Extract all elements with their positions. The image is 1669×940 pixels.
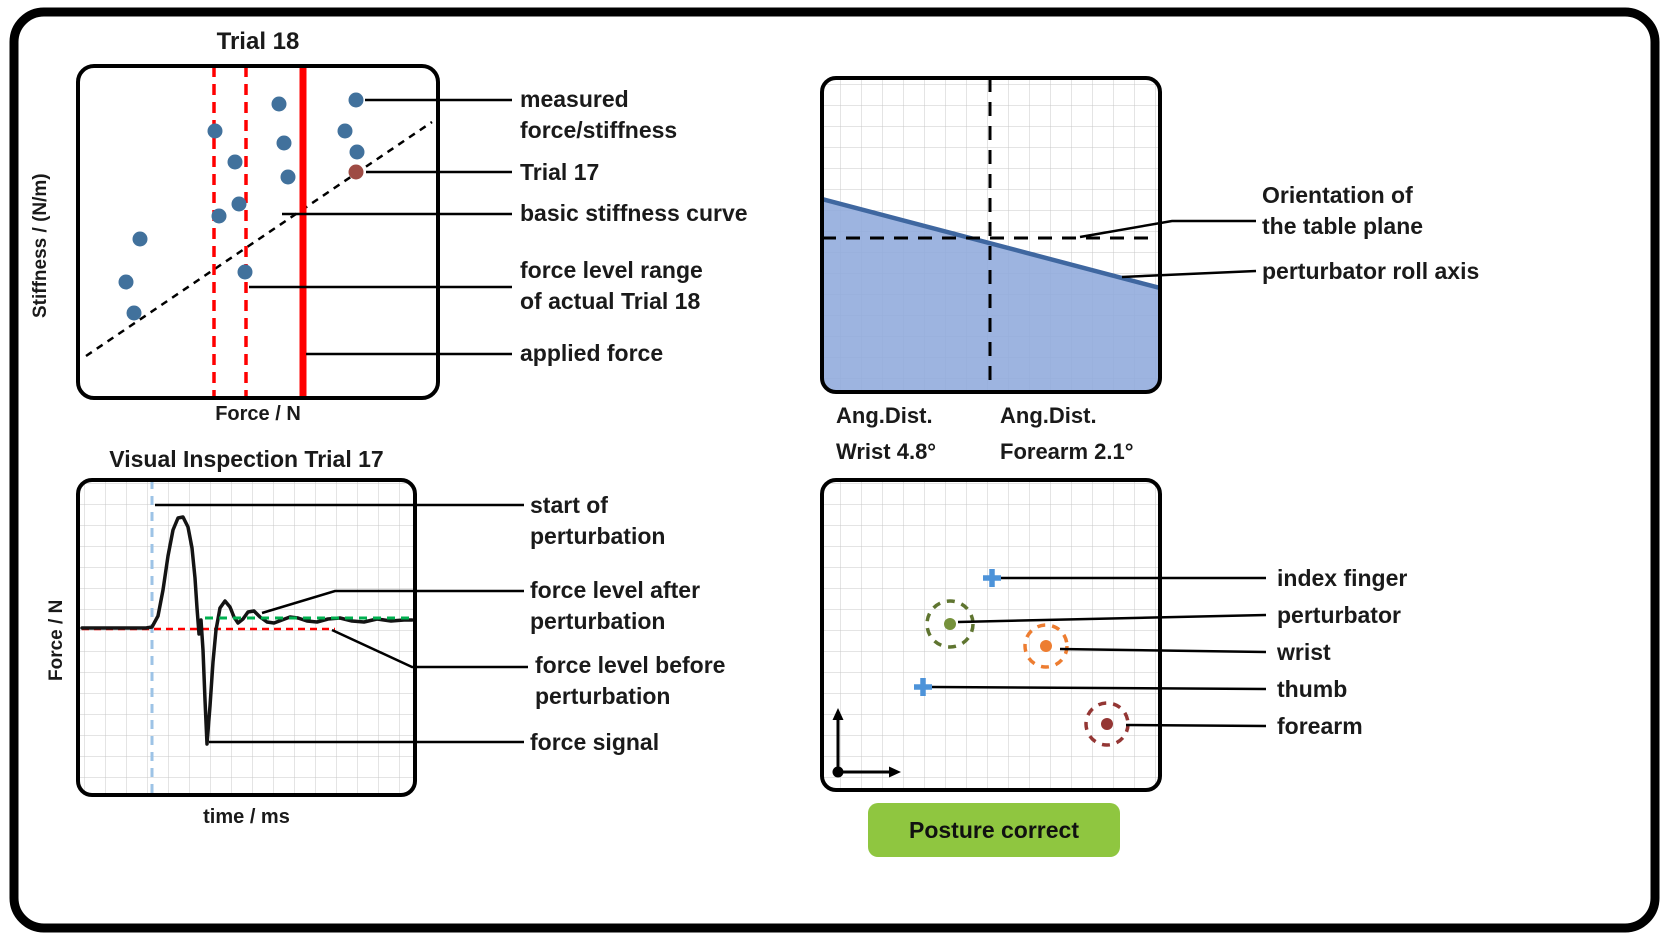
posture-panel-border [820, 478, 1162, 792]
annotation-force-level-range: force level range of actual Trial 18 [520, 257, 703, 314]
measured-point [118, 274, 134, 290]
inspection-content [80, 480, 414, 795]
leader-thumb [931, 685, 1267, 691]
wrist-marker [1023, 623, 1069, 669]
inspection-xlabel: time / ms [203, 806, 290, 828]
measured-point [337, 123, 353, 139]
posture-content [832, 569, 1130, 778]
annotation-wrist: wrist [1277, 639, 1331, 665]
annotation-index-finger: index finger [1277, 565, 1408, 591]
table-content [822, 78, 1160, 392]
leader-perturbator-roll-axis [1121, 269, 1257, 279]
scatter-xlabel: Force / N [215, 403, 301, 425]
table-plane-line [822, 196, 1160, 291]
measured-point [126, 305, 142, 321]
scatter-panel-border [76, 64, 440, 400]
inspection-panel-border [76, 478, 417, 797]
posture-status-badge: Posture correct [868, 803, 1120, 857]
inspection-title: Visual Inspection Trial 17 [109, 446, 384, 472]
leader-orientation-table-plane [1079, 219, 1256, 239]
annotation-force-signal: force signal [530, 729, 660, 755]
measured-point [280, 169, 296, 185]
measured-point [207, 123, 223, 139]
measured-point [231, 196, 247, 212]
leader-wrist [1059, 647, 1267, 654]
index-finger-marker [983, 569, 1001, 587]
inspection-ylabel: Force / N [46, 599, 67, 681]
leader-force-level-before [331, 628, 528, 669]
annotation-orientation-table-plane: Orientation of the table plane [1262, 182, 1424, 239]
scatter-title: Trial 18 [216, 28, 300, 55]
leader-forearm [1125, 723, 1267, 728]
scatter-ylabel: Stiffness / (N/m) [30, 173, 51, 318]
measured-point [348, 92, 364, 108]
annotation-force-level-before: force level before perturbation [535, 652, 726, 709]
annotation-start-of-perturbation: start of perturbation [530, 492, 666, 549]
annotation-applied-force: applied force [520, 340, 664, 366]
posture-panel-grid [822, 480, 1160, 790]
annotation-trial-17: Trial 17 [520, 159, 600, 185]
scatter-panel-background [78, 66, 438, 398]
trial17-point [348, 164, 364, 180]
coordinate-axes-icon [832, 708, 901, 778]
perturbator-marker [925, 599, 975, 649]
leader-perturbator [957, 613, 1267, 624]
table-panel-border [820, 76, 1162, 394]
thumb-marker [914, 678, 932, 696]
annotation-forearm: forearm [1277, 713, 1363, 739]
angdist-wrist-label: Ang.Dist. Wrist 4.8° [836, 403, 937, 464]
scatter-content [85, 66, 433, 398]
angdist-forearm-label: Ang.Dist. Forearm 2.1° [1000, 403, 1134, 464]
annotation-perturbator: perturbator [1277, 602, 1401, 628]
annotation-force-level-after: force level after perturbation [530, 577, 701, 634]
measured-point [211, 208, 227, 224]
inspection-panel-grid [78, 480, 415, 795]
measured-point [227, 154, 243, 170]
force-signal-trace [80, 515, 414, 746]
measured-point [276, 135, 292, 151]
measured-point [271, 96, 287, 112]
annotation-thumb: thumb [1277, 676, 1348, 702]
annotation-measured-force-stiffness: measured force/stiffness [520, 86, 678, 143]
annotation-perturbator-roll-axis: perturbator roll axis [1262, 258, 1480, 284]
figure-border [9, 7, 1660, 933]
measured-point [237, 264, 253, 280]
measured-point [349, 144, 365, 160]
measured-point [132, 231, 148, 247]
leader-force-level-after [261, 589, 524, 615]
basic-stiffness-curve-line [85, 120, 433, 358]
annotation-basic-stiffness-curve: basic stiffness curve [520, 200, 748, 226]
